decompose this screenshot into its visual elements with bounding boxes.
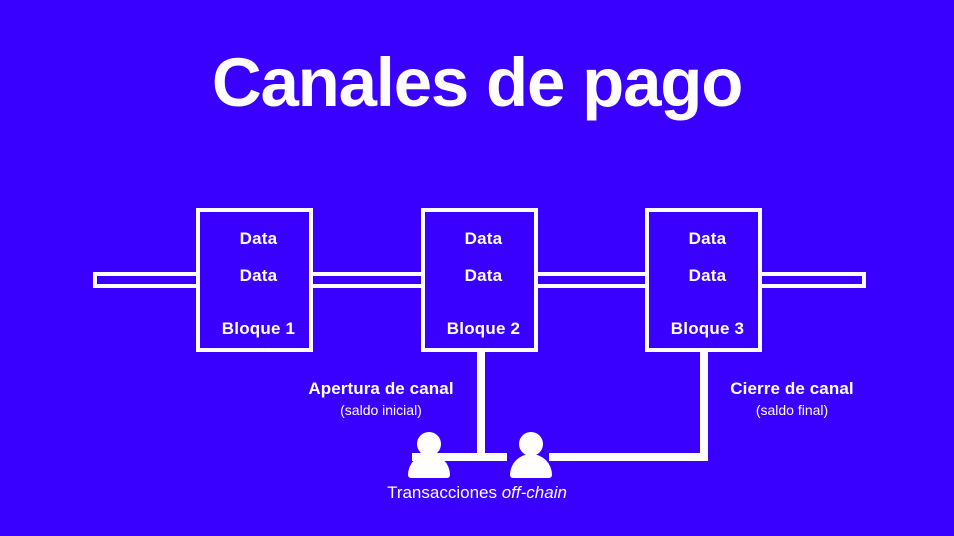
chain-connector-1-2 (309, 272, 425, 288)
person-head-shape (417, 432, 441, 456)
channel-horizontal-line-left (412, 453, 507, 461)
block-3-data-line-1: Data (688, 229, 727, 248)
block-3-label: Bloque 3 (670, 319, 745, 338)
caption-open-channel: Apertura de canal (saldo inicial) (268, 377, 494, 420)
caption-offchain-transactions: Transacciones off-chain (0, 483, 954, 503)
person-body-shape (510, 454, 552, 478)
caption-close-channel: Cierre de canal (saldo final) (693, 377, 891, 420)
block-1-data-line-2: Data (239, 266, 278, 285)
person-head-shape (519, 432, 543, 456)
chain-connector-left (93, 272, 200, 288)
block-1-label: Bloque 1 (221, 319, 296, 338)
block-2-label: Bloque 2 (446, 319, 521, 338)
chain-connector-2-3 (534, 272, 649, 288)
caption-open-channel-main: Apertura de canal (308, 379, 454, 398)
blockchain-block-3: Data Data Bloque 3 (645, 208, 762, 352)
channel-close-vertical-line (700, 352, 708, 453)
block-1-data-line-1: Data (239, 229, 278, 248)
chain-connector-right (758, 272, 866, 288)
blockchain-block-2: Data Data Bloque 2 (421, 208, 538, 352)
person-icon-right (510, 432, 552, 478)
block-2-data-line-1: Data (464, 229, 503, 248)
page-title: Canales de pago (211, 44, 744, 121)
caption-offchain-emphasis: off-chain (501, 483, 567, 502)
person-body-shape (408, 454, 450, 478)
block-2-data-line-2: Data (464, 266, 503, 285)
block-3-data-line-2: Data (688, 266, 727, 285)
channel-horizontal-line-right (549, 453, 708, 461)
caption-close-channel-sub: (saldo final) (755, 402, 829, 418)
caption-offchain-prefix: Transacciones (387, 483, 502, 502)
blockchain-block-1: Data Data Bloque 1 (196, 208, 313, 352)
person-icon-left (408, 432, 450, 478)
caption-open-channel-sub: (saldo inicial) (340, 402, 422, 418)
caption-close-channel-main: Cierre de canal (730, 379, 854, 398)
channel-open-vertical-line (477, 352, 485, 453)
